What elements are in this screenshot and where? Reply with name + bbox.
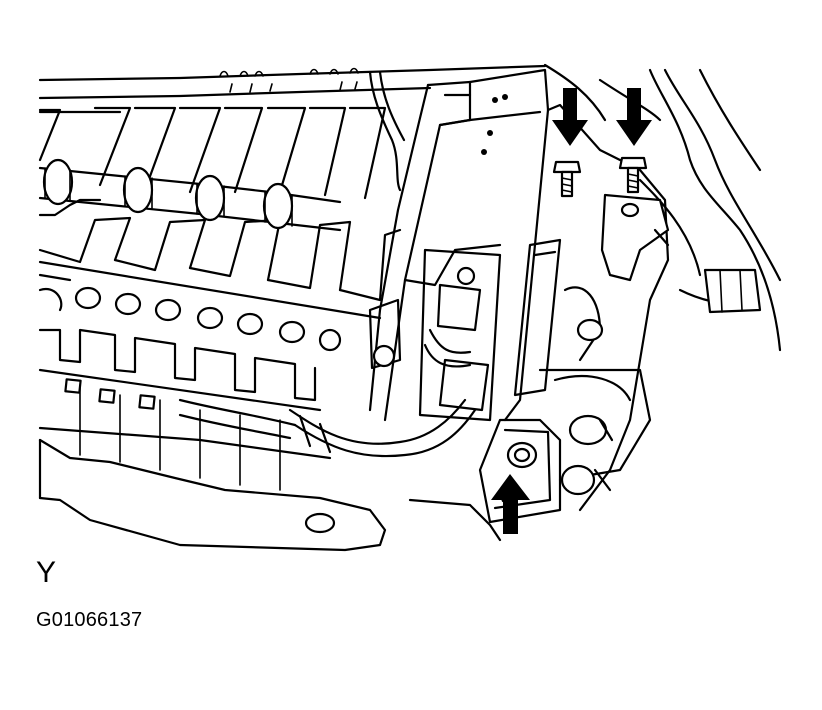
figure-id: G01066137	[36, 609, 143, 631]
view-label: Y	[36, 556, 57, 589]
top-frame	[38, 64, 547, 114]
callout-arrow-lower	[491, 474, 530, 534]
right-bracket	[513, 103, 670, 512]
lower-mount-plate	[478, 418, 562, 524]
cell-terminals	[38, 286, 342, 352]
battery-module-stack	[38, 106, 402, 491]
upper-right-bolt	[618, 156, 648, 194]
wire-harness	[178, 63, 782, 458]
cross-tube	[38, 158, 342, 232]
base-tray	[38, 438, 502, 552]
upper-left-bolt	[552, 160, 582, 198]
lower-bracket-bolt	[506, 441, 538, 469]
callout-arrow-upper-right	[616, 88, 652, 146]
callout-arrow-upper-left	[552, 88, 588, 146]
relay-block	[418, 248, 502, 422]
